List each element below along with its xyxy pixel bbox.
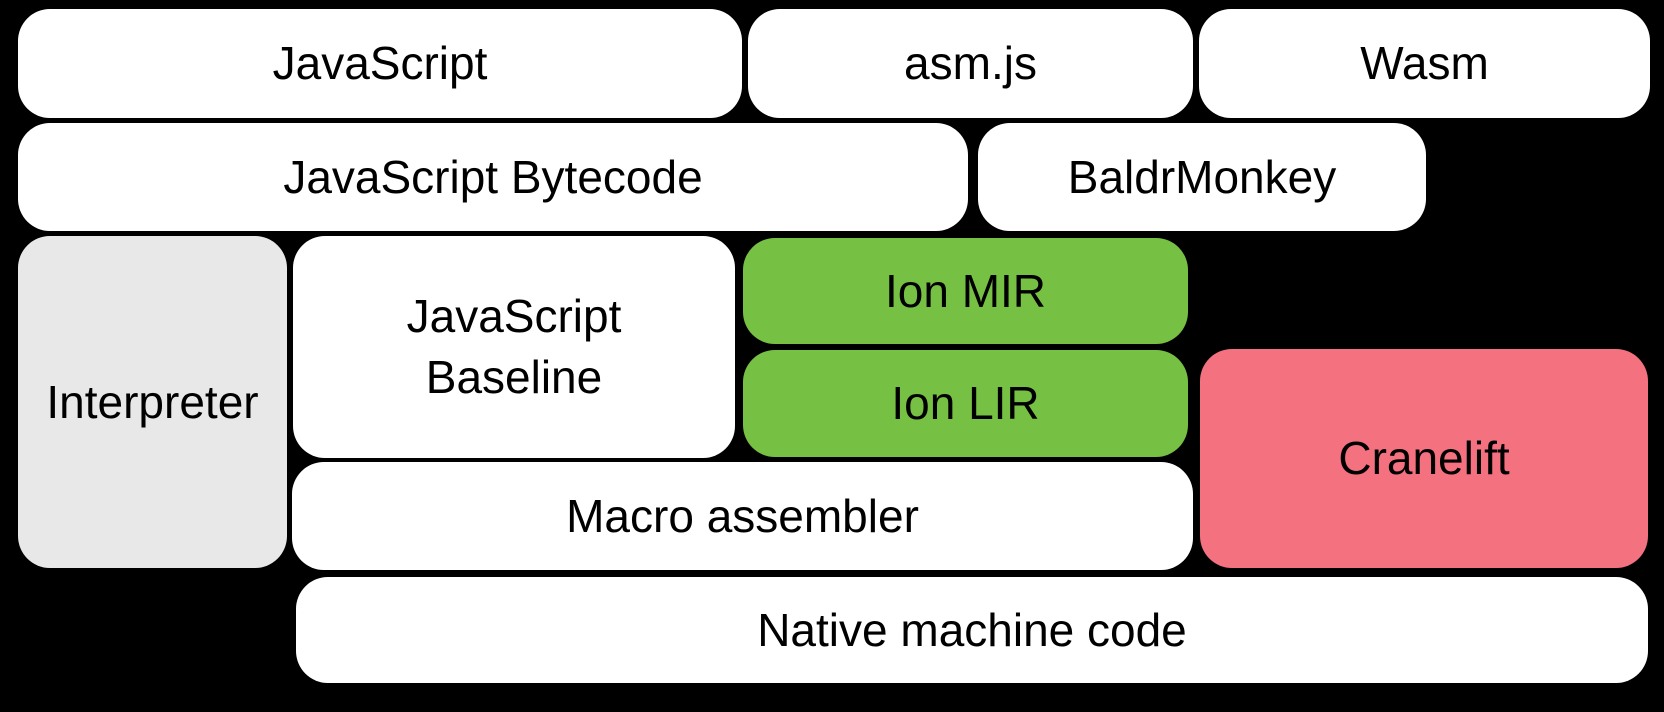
node-native-machine-code: Native machine code [296,577,1648,683]
node-javascript-bytecode: JavaScript Bytecode [18,123,968,231]
node-cranelift: Cranelift [1200,349,1648,568]
node-ion-lir: Ion LIR [743,350,1188,457]
node-asmjs: asm.js [748,9,1193,118]
node-javascript-baseline: JavaScript Baseline [293,236,735,458]
node-wasm: Wasm [1199,9,1650,118]
node-interpreter: Interpreter [18,236,287,568]
node-baldrmonkey: BaldrMonkey [978,123,1426,231]
node-macro-assembler: Macro assembler [292,462,1193,570]
node-javascript: JavaScript [18,9,742,118]
node-ion-mir: Ion MIR [743,238,1188,344]
